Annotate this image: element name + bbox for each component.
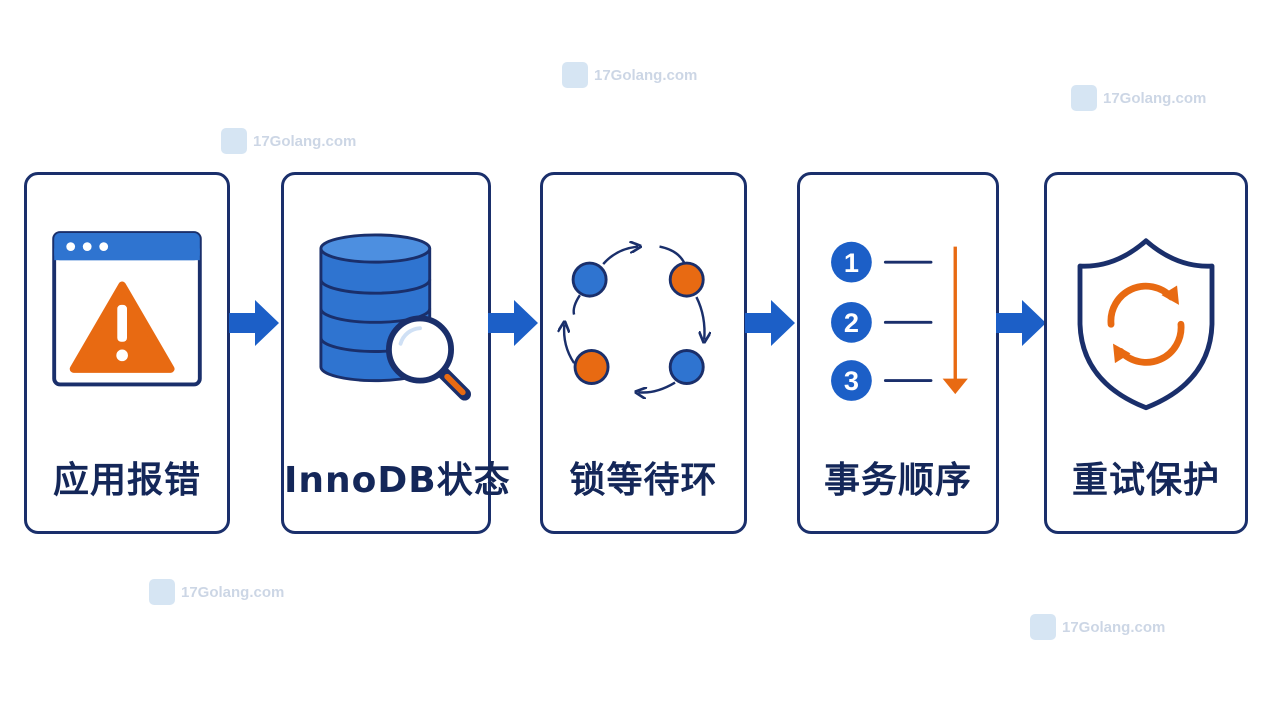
order-number-2: 2 — [844, 307, 859, 338]
step-card-lock-wait-cycle: 锁等待环 — [540, 172, 747, 534]
step-label: InnoDB状态 — [284, 460, 511, 501]
watermark: 17Golang.com — [562, 62, 697, 88]
watermark-text: 17Golang.com — [181, 583, 285, 601]
watermark: 17Golang.com — [1030, 614, 1165, 640]
step-card-app-error: 应用报错 — [24, 172, 230, 534]
step-card-innodb-status: InnoDB状态 — [281, 172, 511, 534]
step-label: 重试保护 — [1071, 460, 1220, 501]
transaction-order-icon: 1 2 3 — [800, 175, 996, 425]
arrow-right-icon — [994, 297, 1048, 349]
watermark-logo-icon — [221, 128, 247, 154]
watermark-logo-icon — [562, 62, 588, 88]
lock-wait-cycle-icon — [543, 175, 744, 425]
arrow-right-icon — [486, 297, 540, 349]
database-search-icon — [284, 175, 488, 425]
arrow-right-icon — [227, 297, 281, 349]
arrow-right-icon — [743, 297, 797, 349]
watermark-text: 17Golang.com — [253, 132, 357, 150]
step-card-retry-protection: 重试保护 — [1044, 172, 1248, 534]
step-card-transaction-order: 1 2 3 事务顺序 — [797, 172, 999, 534]
watermark: 17Golang.com — [149, 579, 284, 605]
watermark: 17Golang.com — [1071, 85, 1206, 111]
watermark-logo-icon — [1030, 614, 1056, 640]
retry-shield-icon — [1047, 175, 1245, 425]
step-label: 应用报错 — [52, 460, 201, 501]
watermark-logo-icon — [1071, 85, 1097, 111]
browser-warning-icon — [27, 175, 227, 425]
watermark-text: 17Golang.com — [594, 66, 698, 84]
order-number-1: 1 — [844, 247, 859, 278]
watermark-text: 17Golang.com — [1062, 618, 1166, 636]
step-label: 锁等待环 — [569, 460, 718, 501]
watermark-logo-icon — [149, 579, 175, 605]
step-label: 事务顺序 — [823, 460, 972, 501]
order-number-3: 3 — [844, 365, 859, 396]
watermark-text: 17Golang.com — [1103, 89, 1207, 107]
watermark: 17Golang.com — [221, 128, 356, 154]
